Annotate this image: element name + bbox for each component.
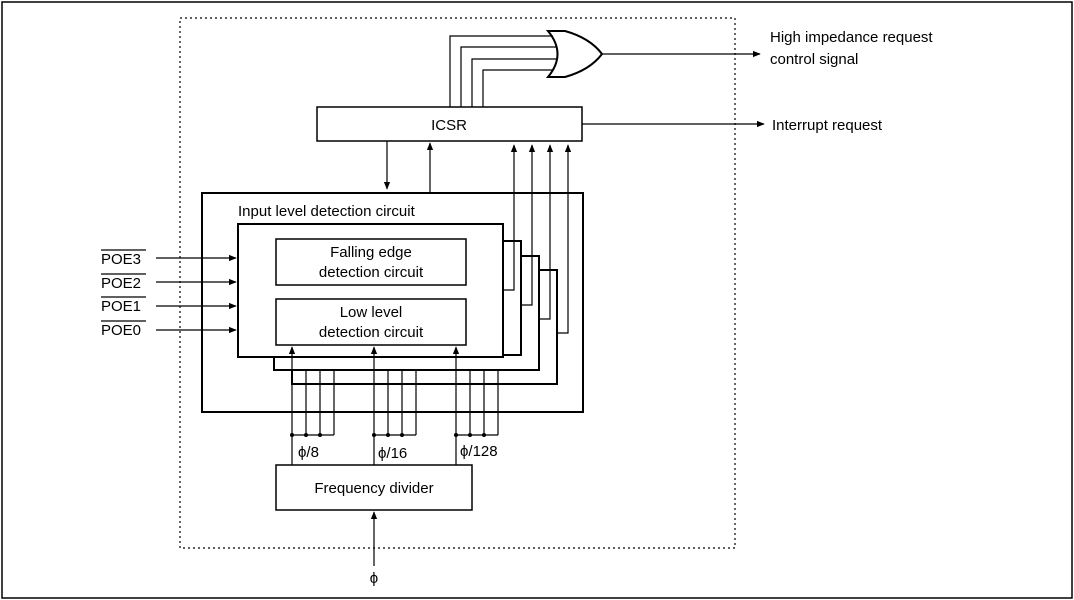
clock-div8-bus	[288, 346, 335, 465]
low-level-label-line1: Low level	[340, 304, 403, 321]
clock-div128-bus	[452, 346, 499, 465]
frequency-divider-label: Frequency divider	[314, 480, 433, 497]
poe1-label: POE1	[101, 298, 141, 315]
div8-label: ϕ/8	[298, 444, 319, 461]
poe3-label: POE3	[101, 251, 141, 268]
frequency-divider-block	[275, 464, 473, 511]
low-level-block	[275, 298, 467, 346]
low-level-label-line2: detection circuit	[319, 324, 424, 341]
poe2-label: POE2	[101, 275, 141, 292]
poe-inputs: POE3 POE2 POE1 POE0	[101, 249, 237, 339]
icsr-label: ICSR	[431, 117, 467, 134]
falling-edge-block	[275, 238, 467, 286]
clock-div16-bus	[370, 346, 417, 465]
interrupt-label: Interrupt request	[772, 117, 883, 134]
div16-label: ϕ/16	[378, 445, 407, 462]
high-impedance-label-line1: High impedance request	[770, 29, 933, 46]
or-gate	[545, 30, 604, 78]
channel-to-icsr-arrows	[503, 144, 572, 334]
high-impedance-label-line2: control signal	[770, 51, 858, 68]
falling-edge-label-line1: Falling edge	[330, 244, 412, 261]
falling-edge-label-line2: detection circuit	[319, 264, 424, 281]
icsr-block	[316, 106, 583, 142]
or-gate-inputs	[449, 35, 556, 107]
module-boundary	[179, 17, 736, 549]
clock-label: ϕ	[370, 570, 378, 587]
div128-label: ϕ/128	[460, 443, 498, 460]
poe0-label: POE0	[101, 322, 141, 339]
input-level-detection-label: Input level detection circuit	[238, 203, 416, 220]
